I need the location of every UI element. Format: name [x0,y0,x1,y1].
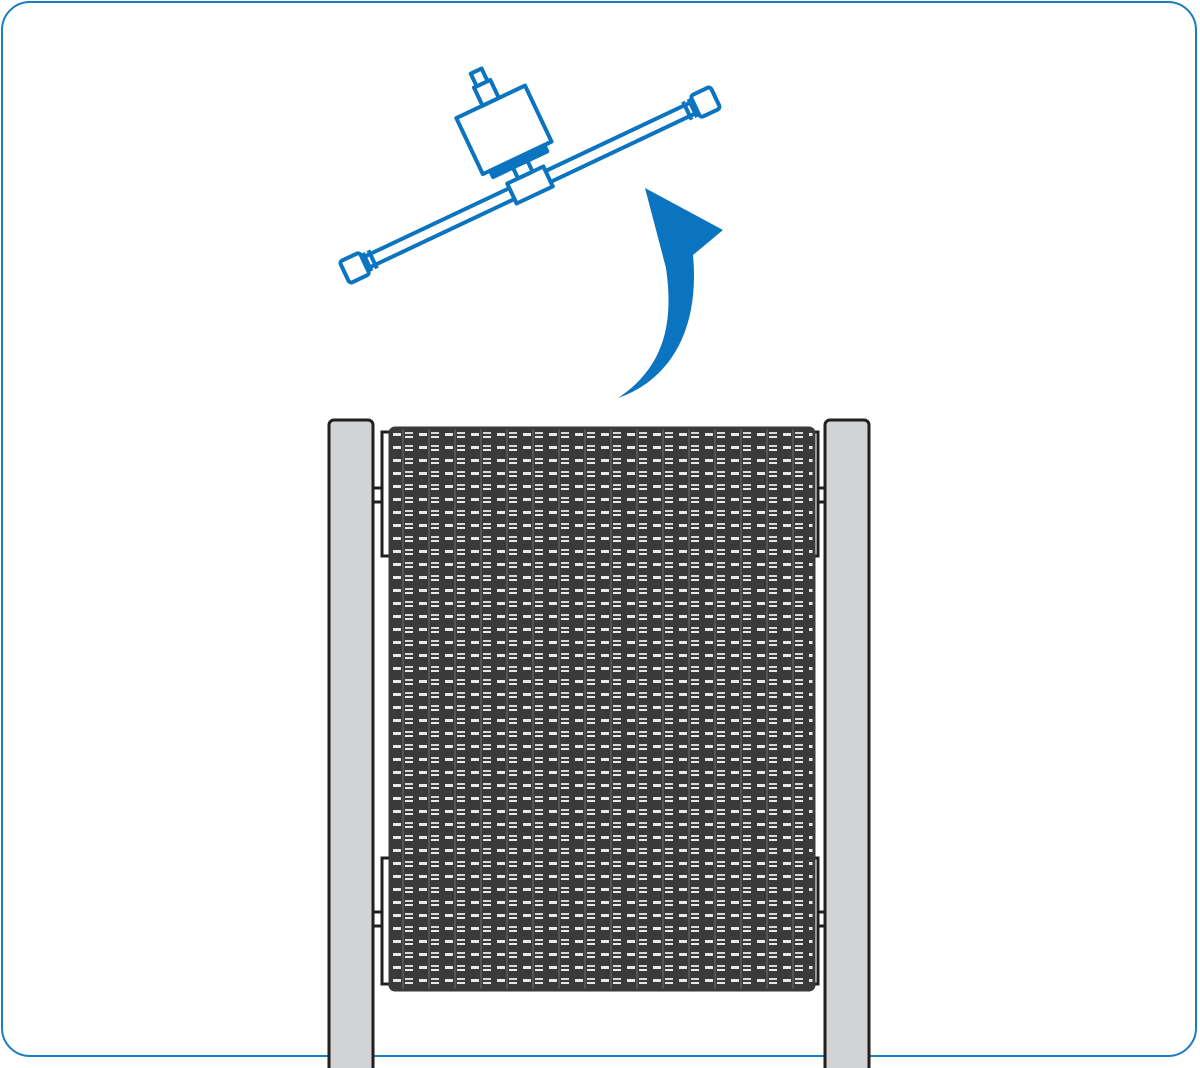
motor-shaft-tip [468,66,490,89]
mesh-belt [388,426,816,992]
right-rail [823,418,871,1068]
motor-body [454,83,554,177]
bar-end-right [689,85,722,119]
bar-end-left [338,251,371,285]
spray-bar [338,66,722,285]
rotate-arrow-icon [618,188,723,398]
left-rail [327,418,375,1068]
